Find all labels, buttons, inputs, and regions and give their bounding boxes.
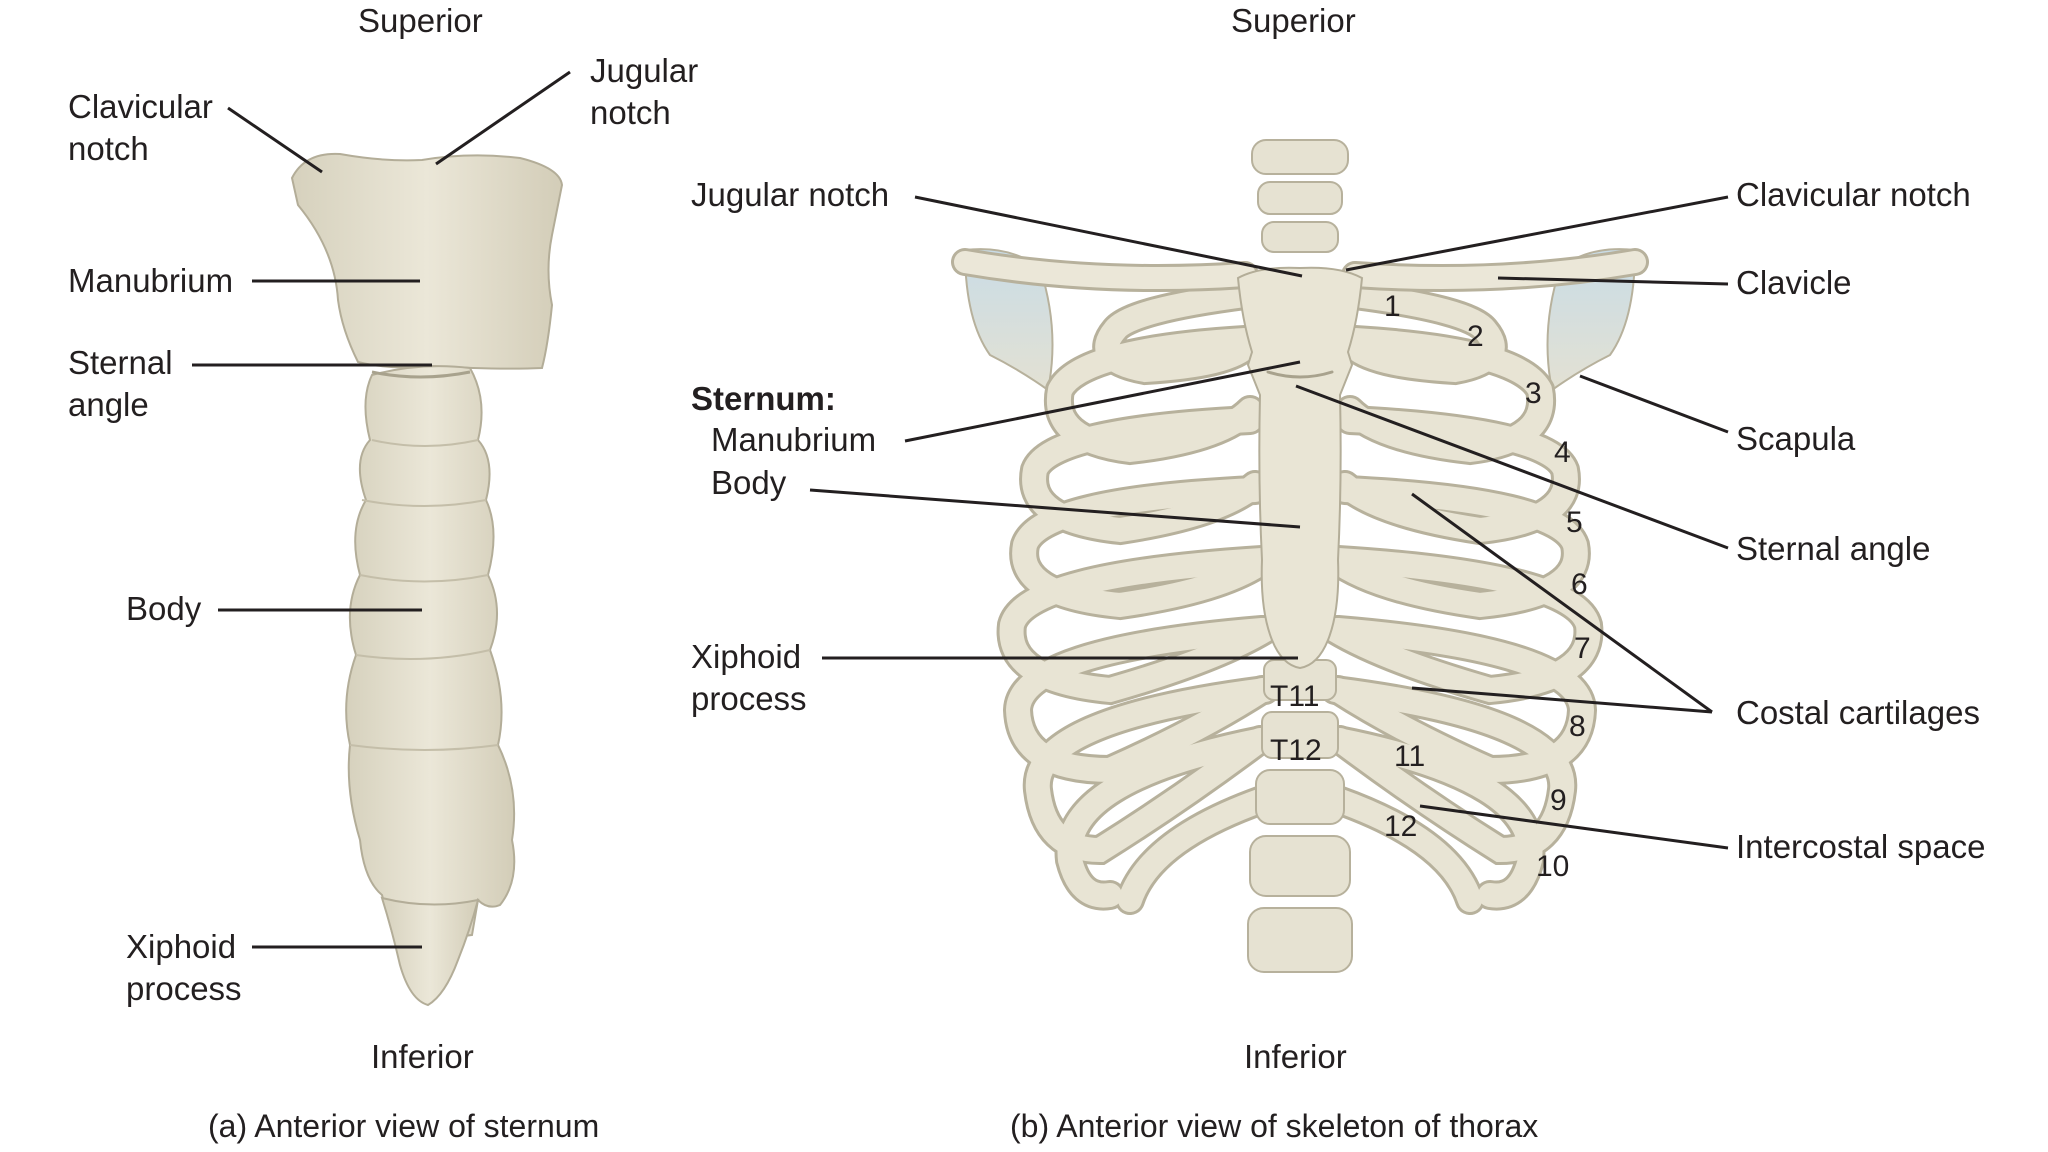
panel-b-superior-label: Superior [1231,2,1356,39]
rib-number-8: 8 [1569,710,1586,743]
panel-b-sternal-angle-label: Sternal angle [1736,530,1931,567]
panel-b-clavicular-notch-label: Clavicular notch [1736,176,1971,213]
rib-number-2: 2 [1467,320,1484,353]
panel-a-manubrium-label: Manubrium [68,262,234,299]
rib-number-12: 12 [1384,810,1418,843]
panel-b-costal-cartilages-label: Costal cartilages [1736,694,1980,731]
panel-a-body-label: Body [126,590,202,627]
panel-b-inferior-label: Inferior [1244,1038,1347,1075]
panel-a-caption: (a) Anterior view of sternum [208,1108,600,1144]
rib-number-11: 11 [1394,740,1426,773]
rib-number-10: 10 [1536,850,1570,883]
rib-number-9: 9 [1550,784,1567,817]
panel-b-xiphoid-process-label: Xiphoid process [691,638,807,717]
sternum-illustration-a [290,152,564,1007]
panel-b-caption: (b) Anterior view of skeleton of thorax [1010,1108,1539,1144]
panel-b-scapula-label: Scapula [1736,420,1856,457]
panel-b-sternum-heading: Sternum: [691,380,836,417]
sternum-body-shape [345,365,516,937]
thorax-sternum-shape [1236,266,1364,670]
vertebra-label-t12: T12 [1270,734,1322,767]
xiphoid-shape [380,896,480,1007]
panel-b-manubrium-label: Manubrium [711,421,877,458]
thorax-illustration-b [951,139,1649,973]
rib-number-6: 6 [1571,568,1588,601]
panel-a-jugular-notch-label: Jugular notch [590,52,699,131]
panel-b-intercostal-space-label: Intercostal space [1736,828,1986,865]
panel-a-sternal-angle-label: Sternal angle [68,344,173,423]
panel-a-clavicular-notch-label: Clavicular notch [68,88,213,167]
panel-b-body-label: Body [711,464,787,501]
panel-a-xiphoid-process-label: Xiphoid process [126,928,242,1007]
rib-number-1: 1 [1384,290,1401,323]
leader-lines [192,70,1729,949]
rib-number-7: 7 [1574,632,1591,665]
panel-b-clavicle-label: Clavicle [1736,264,1852,301]
rib-number-4: 4 [1554,436,1571,469]
manubrium-shape [290,152,564,370]
panel-b-jugular-notch-label: Jugular notch [691,176,890,213]
rib-number-5: 5 [1566,506,1583,539]
panel-a-inferior-label: Inferior [371,1038,474,1075]
rib-number-3: 3 [1525,377,1542,410]
panel-a-superior-label: Superior [358,2,483,39]
vertebra-label-t11: T11 [1270,680,1320,713]
